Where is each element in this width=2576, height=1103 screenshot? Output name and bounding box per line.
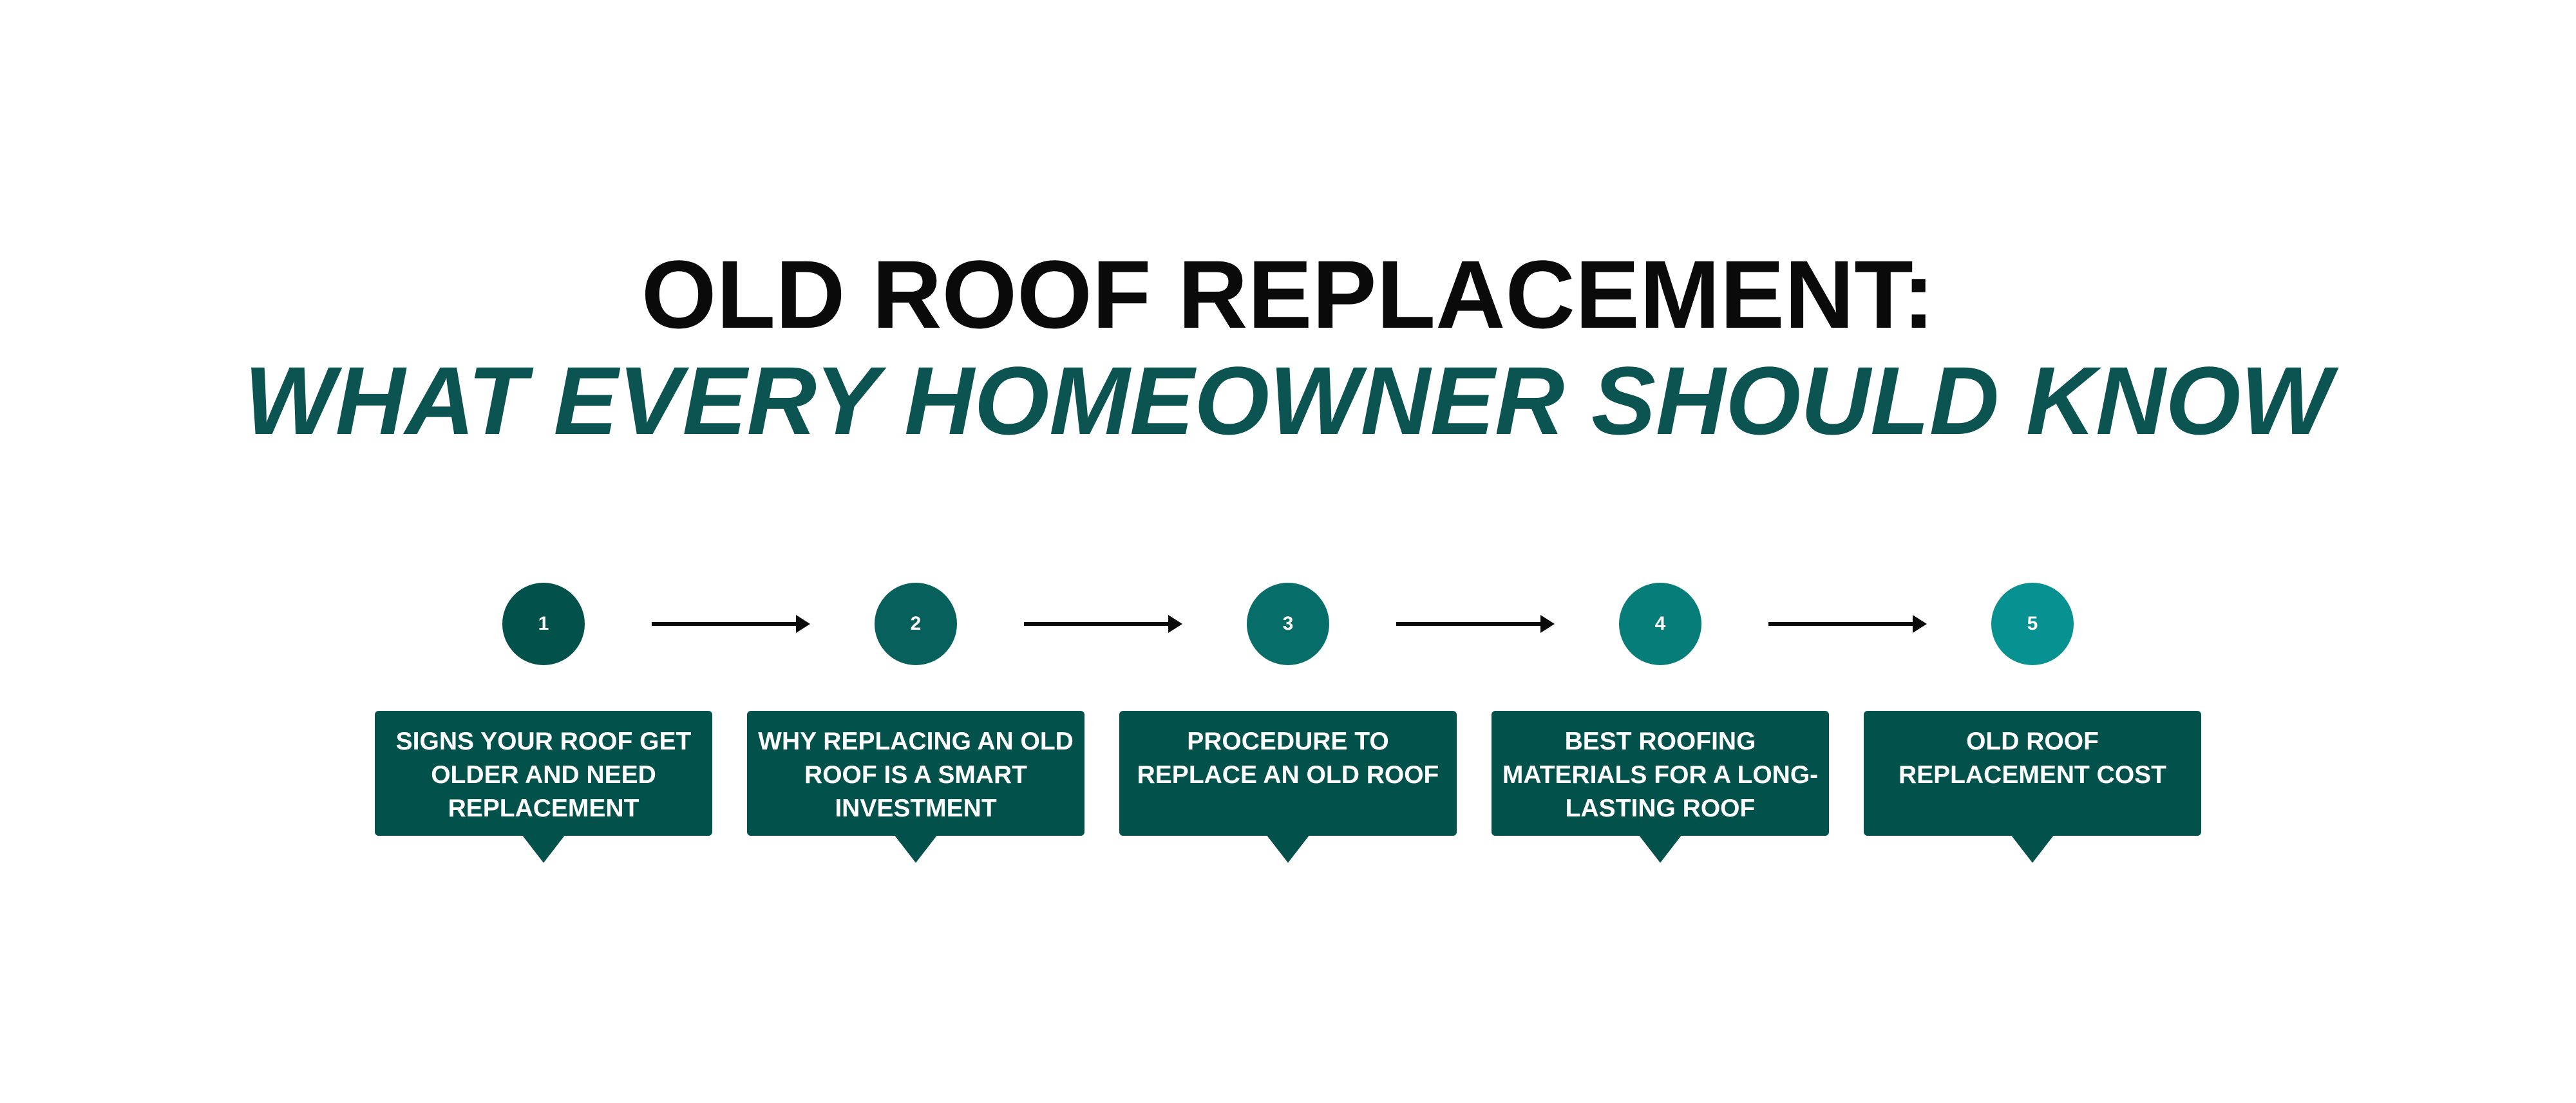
- card-pointer: [1266, 834, 1310, 863]
- step-label-card: PROCEDURE TO REPLACE AN OLD ROOF: [1119, 711, 1457, 836]
- connector-arrow-2-3: [1024, 615, 1182, 633]
- card-pointer: [1638, 834, 1682, 863]
- card-pointer: [894, 834, 938, 863]
- step-label-card: WHY REPLACING AN OLD ROOF IS A SMART INV…: [747, 711, 1084, 836]
- connector-arrow-1-2: [652, 615, 810, 633]
- card-pointer: [522, 834, 565, 863]
- step-number-circle: 5: [1991, 583, 2074, 665]
- title-line-2: WHAT EVERY HOMEOWNER SHOULD KNOW: [244, 346, 2332, 455]
- step-number-circle: 2: [875, 583, 957, 665]
- connector-arrow-4-5: [1768, 615, 1927, 633]
- step-label-card: OLD ROOF REPLACEMENT COST: [1864, 711, 2201, 836]
- step-label-card: BEST ROOFING MATERIALS FOR A LONG-LASTIN…: [1492, 711, 1829, 836]
- card-pointer: [2011, 834, 2054, 863]
- step-number-circle: 3: [1247, 583, 1329, 665]
- step-number-circle: 1: [502, 583, 585, 665]
- connector-arrow-3-4: [1396, 615, 1555, 633]
- step-number-circle: 4: [1619, 583, 1701, 665]
- step-label-card: SIGNS YOUR ROOF GET OLDER AND NEED REPLA…: [375, 711, 712, 836]
- title-line-1: OLD ROOF REPLACEMENT:: [641, 240, 1935, 348]
